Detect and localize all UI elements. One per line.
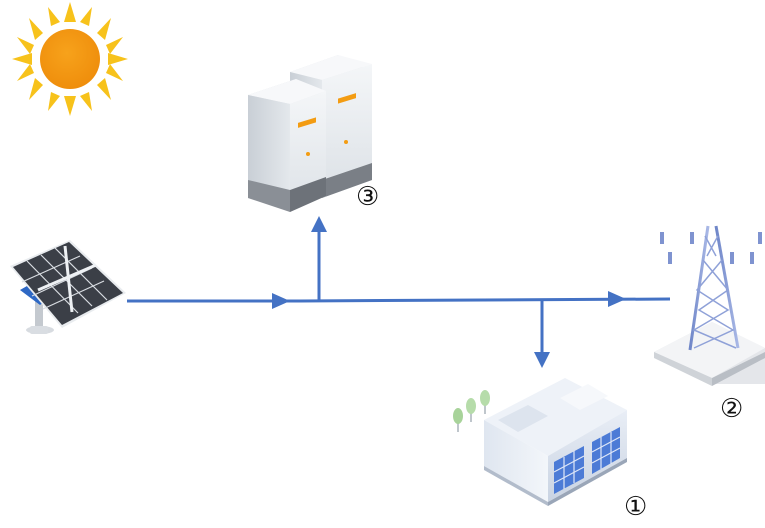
arrow-down-icon [534, 352, 550, 368]
storage-marker: ③ [356, 182, 380, 212]
load-marker: ① [624, 492, 648, 522]
factory-building-icon [453, 378, 627, 506]
arrow-right-icon [608, 291, 626, 307]
sun-icon [12, 2, 128, 116]
arrow-right-icon [272, 293, 290, 309]
solar-panel-icon [10, 240, 126, 334]
battery-cabinet-icon [248, 55, 372, 212]
tree-icon [453, 390, 490, 432]
grid-marker: ② [720, 394, 744, 424]
flow-lines [127, 228, 671, 356]
arrow-up-icon [311, 216, 327, 232]
transmission-tower-icon [654, 225, 765, 386]
